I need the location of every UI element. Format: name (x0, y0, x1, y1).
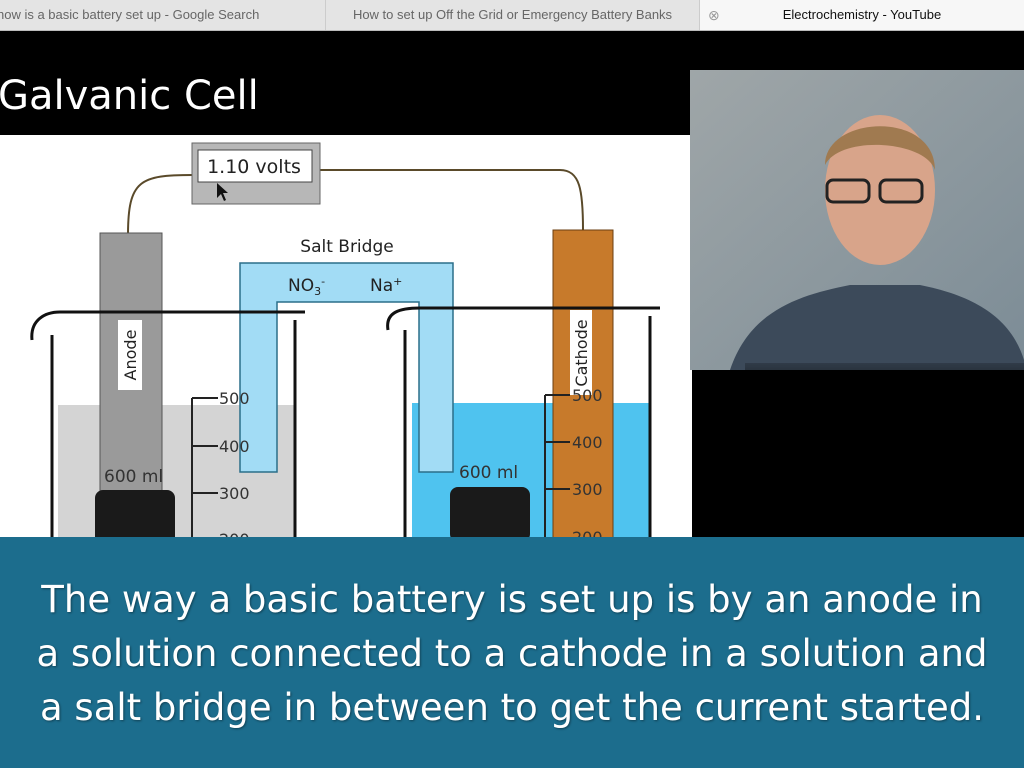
sodium-ion-label: Na+ (370, 275, 402, 296)
tab-label: Electrochemistry - YouTube (782, 7, 942, 22)
wire-right (320, 169, 584, 231)
scale-mark: 200 (572, 528, 603, 537)
left-beaker (30, 310, 305, 537)
voltmeter: 1.10 volts (191, 142, 321, 205)
salt-bridge (239, 262, 454, 473)
scale-mark: 300 (219, 484, 250, 503)
galvanic-cell-diagram: 1.10 volts Salt Bridge NO3- Na+ Anode Ca… (0, 135, 692, 537)
caption-line: a solution connected to a cathode in a s… (36, 632, 988, 675)
right-beaker (386, 306, 660, 537)
tab-electrochemistry-youtube[interactable]: ⊗ Electrochemistry - YouTube (700, 0, 1024, 30)
cathode-label: Cathode (572, 319, 591, 386)
salt-bridge-label: Salt Bridge (300, 237, 393, 257)
video-player[interactable]: Galvanic Cell 1.10 volts Salt Bridge NO3… (0, 31, 1024, 537)
close-tab-icon[interactable]: ⊗ (708, 7, 720, 23)
tab-battery-banks[interactable]: How to set up Off the Grid or Emergency … (326, 0, 700, 30)
caption-line: a salt bridge in between to get the curr… (40, 686, 984, 729)
tab-label: how is a basic battery set up - Google S… (0, 7, 260, 22)
hair (825, 126, 935, 170)
caption-line: The way a basic battery is set up is by … (41, 578, 983, 621)
scale-mark: 300 (572, 480, 603, 499)
slide-title: Galvanic Cell (0, 73, 259, 119)
left-beaker-block (95, 490, 175, 537)
presenter-video (690, 70, 1024, 537)
nitrate-ion-label: NO3- (288, 275, 325, 298)
caption-banner: The way a basic battery is set up is by … (0, 537, 1024, 768)
wire-left (127, 174, 194, 236)
anode-label: Anode (121, 330, 140, 381)
left-beaker-volume: 600 ml (104, 467, 163, 487)
glasses-icon (825, 178, 871, 204)
scale-mark: 400 (219, 437, 250, 456)
tab-label: How to set up Off the Grid or Emergency … (352, 7, 673, 22)
right-beaker-volume: 600 ml (459, 463, 518, 483)
scale-mark: 500 (572, 386, 603, 405)
tab-bar: how is a basic battery set up - Google S… (0, 0, 1024, 31)
scale-mark: 400 (572, 433, 603, 452)
mouse-cursor-icon (217, 183, 228, 201)
shirt (730, 285, 1024, 370)
scale-mark: 200 (219, 530, 250, 537)
scale-mark: 500 (219, 389, 250, 408)
tab-google-search[interactable]: how is a basic battery set up - Google S… (0, 0, 326, 30)
voltage-reading: 1.10 volts (207, 156, 301, 178)
right-beaker-block (450, 487, 530, 537)
